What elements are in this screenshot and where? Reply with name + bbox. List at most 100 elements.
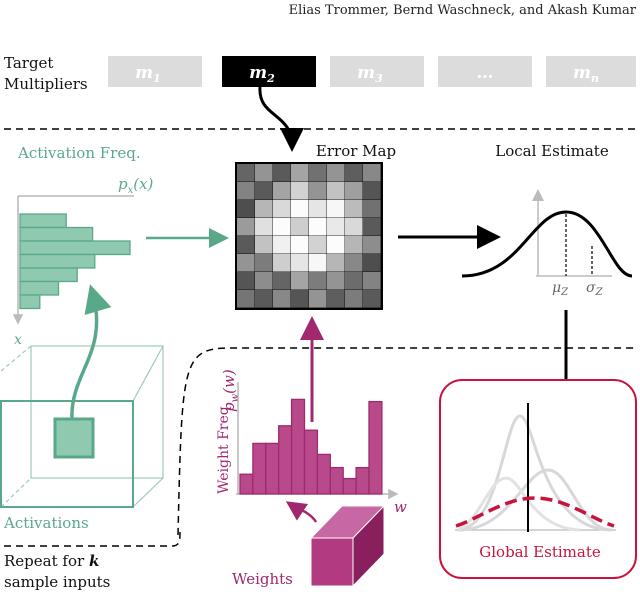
target-label-line2: Multipliers bbox=[4, 75, 88, 93]
px-label: px(x) bbox=[118, 175, 154, 196]
sigma-label: σZ bbox=[586, 280, 604, 298]
weights-block bbox=[309, 504, 386, 588]
error-map-cell bbox=[291, 164, 309, 182]
error-map-cell bbox=[309, 200, 327, 218]
error-map-cell bbox=[291, 254, 309, 272]
error-map-cell bbox=[345, 218, 363, 236]
repeat-text-line1: Repeat for k bbox=[4, 552, 99, 570]
repeat-region-bottom bbox=[4, 531, 181, 547]
activation-freq-label: Activation Freq. bbox=[17, 144, 141, 162]
activation-bar bbox=[19, 280, 60, 296]
weight-bar bbox=[290, 398, 306, 495]
error-map-cell bbox=[327, 254, 345, 272]
weights-to-histogram-arrow bbox=[285, 501, 318, 523]
error-map-cell bbox=[309, 272, 327, 290]
weight-bar bbox=[265, 442, 280, 495]
patch-to-histogram-arrow bbox=[70, 284, 112, 420]
error-map-cell bbox=[291, 218, 309, 236]
pw-label: pw(w) bbox=[220, 369, 241, 412]
error-map-cell bbox=[363, 290, 381, 308]
activation-bar bbox=[19, 226, 94, 242]
error-map-label: Error Map bbox=[316, 142, 396, 160]
error-map-cell bbox=[327, 200, 345, 218]
error-map-cell bbox=[237, 272, 255, 290]
weight-bar bbox=[329, 466, 344, 495]
error-map-cell bbox=[345, 164, 363, 182]
activation-bar bbox=[19, 213, 67, 229]
local-estimate-curve bbox=[461, 210, 633, 278]
error-map-cell bbox=[363, 254, 381, 272]
svg-text:m2: m2 bbox=[249, 63, 275, 85]
local-estimate-plot: μZ σZ bbox=[461, 189, 633, 298]
error-map-cell bbox=[345, 272, 363, 290]
error-map-cell bbox=[291, 272, 309, 290]
activation-bar bbox=[19, 240, 131, 256]
error-map-cell bbox=[345, 236, 363, 254]
activation-bar bbox=[19, 294, 41, 310]
error-map-cell bbox=[363, 182, 381, 200]
multiplier-row: m1 m2 m3 … mn bbox=[108, 56, 636, 87]
error-map-cell bbox=[255, 200, 273, 218]
activation-bar bbox=[19, 253, 96, 269]
error-map-cell bbox=[363, 200, 381, 218]
weight-freq-label: Weight Freq. bbox=[216, 402, 232, 494]
svg-text:m3: m3 bbox=[357, 63, 383, 85]
authors-line: Elias Trommer, Bernd Waschneck, and Akas… bbox=[289, 3, 637, 18]
error-map-cell bbox=[327, 290, 345, 308]
error-map-cell bbox=[327, 272, 345, 290]
error-map-cell bbox=[345, 254, 363, 272]
error-map-cell bbox=[273, 272, 291, 290]
error-map-cell bbox=[291, 290, 309, 308]
activation-bar bbox=[19, 267, 78, 283]
error-map-cell bbox=[363, 236, 381, 254]
error-map-cell bbox=[345, 200, 363, 218]
error-map-cell bbox=[255, 290, 273, 308]
weight-bar bbox=[316, 453, 331, 495]
multiplier-mn[interactable]: mn bbox=[546, 56, 636, 87]
error-map-cell bbox=[345, 182, 363, 200]
error-map-cell bbox=[237, 218, 255, 236]
error-map-cell bbox=[309, 254, 327, 272]
weight-bar bbox=[342, 477, 357, 495]
activations-label: Activations bbox=[3, 514, 89, 532]
error-map-cell bbox=[255, 218, 273, 236]
error-map-cell bbox=[327, 182, 345, 200]
multiplier-ellipsis[interactable]: … bbox=[438, 56, 532, 87]
svg-text:…: … bbox=[477, 63, 494, 83]
error-map-cell bbox=[309, 164, 327, 182]
activations-volume bbox=[0, 345, 164, 508]
error-map-cell bbox=[273, 164, 291, 182]
local-estimate-label: Local Estimate bbox=[495, 142, 609, 160]
multiplier-m3[interactable]: m3 bbox=[330, 56, 424, 87]
error-map-cell bbox=[309, 218, 327, 236]
activation-histogram: x bbox=[12, 195, 134, 348]
error-map-cell bbox=[255, 182, 273, 200]
repeat-region-boundary bbox=[177, 347, 638, 536]
x-axis-label: x bbox=[14, 332, 22, 348]
error-map-cell bbox=[273, 182, 291, 200]
repeat-text-line2: sample inputs bbox=[4, 573, 110, 591]
error-map-cell bbox=[255, 236, 273, 254]
error-map-cell bbox=[363, 218, 381, 236]
target-label-line1: Target bbox=[4, 54, 53, 72]
error-map-cell bbox=[255, 272, 273, 290]
global-estimate-panel: Global Estimate bbox=[439, 379, 637, 579]
error-map-cell bbox=[273, 200, 291, 218]
error-map-cell bbox=[291, 200, 309, 218]
weight-bar bbox=[239, 473, 254, 495]
multiplier-m1[interactable]: m1 bbox=[108, 56, 202, 87]
multiplier-to-error-map-arrow bbox=[258, 86, 304, 152]
mu-label: μZ bbox=[552, 280, 569, 298]
error-map-cell bbox=[273, 254, 291, 272]
multiplier-m2-selected[interactable]: m2 bbox=[222, 56, 316, 87]
error-map-cell bbox=[237, 164, 255, 182]
error-map-cell bbox=[363, 272, 381, 290]
global-estimate-curve bbox=[455, 496, 615, 528]
activation-patch bbox=[53, 417, 95, 459]
error-map-cell bbox=[237, 200, 255, 218]
error-map-cell bbox=[237, 290, 255, 308]
error-map-cell bbox=[363, 164, 381, 182]
error-map-cell bbox=[273, 218, 291, 236]
error-map-cell bbox=[345, 290, 363, 308]
